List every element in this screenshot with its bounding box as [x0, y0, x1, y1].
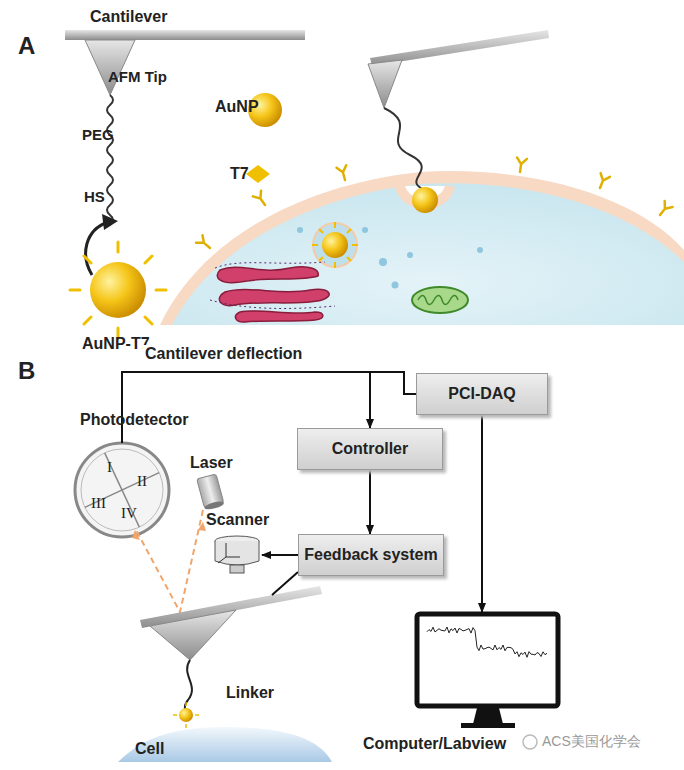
connector: [262, 554, 298, 556]
process-box: PCI-DAQ: [416, 373, 548, 415]
box-text: PCI-DAQ: [448, 385, 516, 403]
part-name: T7: [230, 165, 249, 183]
part-name: HS: [84, 188, 105, 205]
quadrant-label: III: [91, 495, 106, 512]
part-name: PEG: [82, 126, 114, 143]
quadrant-label: IV: [121, 505, 137, 522]
box-text: Feedback system: [304, 546, 437, 564]
box-text: Controller: [332, 440, 408, 458]
heading: Scanner: [206, 511, 269, 529]
part-name: Cantilever: [90, 8, 167, 26]
quadrant-label: I: [107, 459, 112, 476]
monitor-icon: [415, 612, 560, 742]
quadrant-label: II: [137, 473, 147, 490]
connector: [481, 415, 483, 612]
part-name: AFM Tip: [108, 68, 167, 85]
process-box: Feedback system: [298, 534, 444, 576]
computer-monitor: Computer/Labview: [415, 612, 560, 708]
panel-letter: A: [18, 32, 35, 60]
scanner: Scanner: [212, 535, 262, 575]
heading: Computer/Labview: [363, 735, 506, 753]
part-name: AuNP: [215, 98, 259, 116]
signal-name: Cantilever deflection: [143, 345, 304, 363]
watermark: ACS美国化学会: [542, 733, 641, 751]
connector: [369, 470, 371, 534]
photodetector: PhotodetectorIIIIIIIV: [75, 443, 169, 537]
part-name: Linker: [226, 684, 274, 702]
process-box: Controller: [297, 428, 443, 470]
heading: Photodetector: [80, 411, 230, 429]
part-name: AuNP-T7: [82, 335, 150, 353]
panel-letter: B: [18, 357, 35, 385]
scanner-icon: [212, 535, 262, 575]
part-name: Cell: [135, 740, 164, 758]
part-name: Laser: [190, 454, 233, 472]
